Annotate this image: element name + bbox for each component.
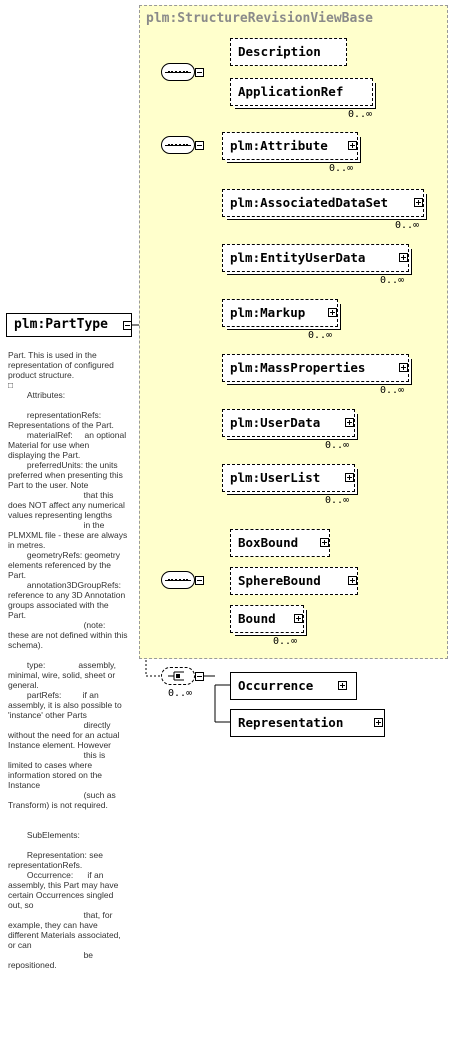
expand-icon[interactable] [414,198,423,207]
cardinality-application-ref: 0..∞ [348,109,373,120]
expand-icon[interactable] [399,363,408,372]
element-description[interactable]: Description [230,38,347,66]
element-label: BoxBound [238,535,299,550]
element-label: SphereBound [238,573,321,588]
expand-icon[interactable] [320,538,329,547]
root-element-part-type[interactable]: plm:PartType [6,313,132,337]
choice-icon [168,671,184,681]
element-mass-properties[interactable]: plm:MassProperties [222,354,409,382]
cardinality-mass-properties: 0..∞ [380,385,405,396]
element-label: Bound [238,611,276,626]
collapse-icon[interactable] [195,576,204,585]
sequence-compositor-2 [161,136,195,154]
element-label: Description [238,44,321,59]
collapse-icon[interactable] [195,141,204,150]
element-label: Representation [238,715,344,730]
cardinality-markup: 0..∞ [308,330,333,341]
element-label: plm:EntityUserData [230,250,366,265]
element-label: ApplicationRef [238,84,344,99]
expand-icon[interactable] [374,718,383,727]
cardinality-bound: 0..∞ [273,636,298,647]
expand-icon[interactable] [348,141,357,150]
element-user-data[interactable]: plm:UserData [222,409,355,437]
collapse-icon[interactable] [195,68,204,77]
expand-icon[interactable] [294,614,303,623]
cardinality-attribute: 0..∞ [329,163,354,174]
expand-icon[interactable] [345,473,354,482]
sequence-compositor-1 [161,63,195,81]
element-attribute[interactable]: plm:Attribute [222,132,358,160]
cardinality-user-list: 0..∞ [325,495,350,506]
element-box-bound[interactable]: BoxBound [230,529,330,557]
sequence-compositor-3 [161,571,195,589]
choice-compositor [161,667,195,685]
root-element-label: plm:PartType [14,317,108,332]
element-label: plm:UserData [230,415,321,430]
element-label: plm:UserList [230,470,321,485]
element-markup[interactable]: plm:Markup [222,299,338,327]
element-occurrence[interactable]: Occurrence [230,672,357,700]
documentation-annotation: Part. This is used in the representation… [8,350,128,970]
element-associated-data-set[interactable]: plm:AssociatedDataSet [222,189,424,217]
collapse-icon[interactable] [195,672,204,681]
expand-icon[interactable] [348,576,357,585]
collapse-icon[interactable] [123,321,132,330]
expand-icon[interactable] [338,681,347,690]
cardinality-associated-data-set: 0..∞ [395,220,420,231]
element-entity-user-data[interactable]: plm:EntityUserData [222,244,409,272]
element-label: plm:Markup [230,305,306,320]
expand-icon[interactable] [345,418,354,427]
expand-icon[interactable] [399,253,408,262]
expand-icon[interactable] [328,308,337,317]
element-label: Occurrence [238,678,314,693]
group-title: plm:StructureRevisionViewBase [146,11,373,26]
element-bound[interactable]: Bound [230,605,304,633]
element-label: plm:MassProperties [230,360,366,375]
cardinality-user-data: 0..∞ [325,440,350,451]
cardinality-entity-user-data: 0..∞ [380,275,405,286]
element-label: plm:AssociatedDataSet [230,195,389,210]
element-representation[interactable]: Representation [230,709,385,737]
element-sphere-bound[interactable]: SphereBound [230,567,358,595]
cardinality-choice: 0..∞ [168,688,193,699]
element-user-list[interactable]: plm:UserList [222,464,355,492]
element-label: plm:Attribute [230,138,328,153]
element-application-ref[interactable]: ApplicationRef [230,78,373,106]
